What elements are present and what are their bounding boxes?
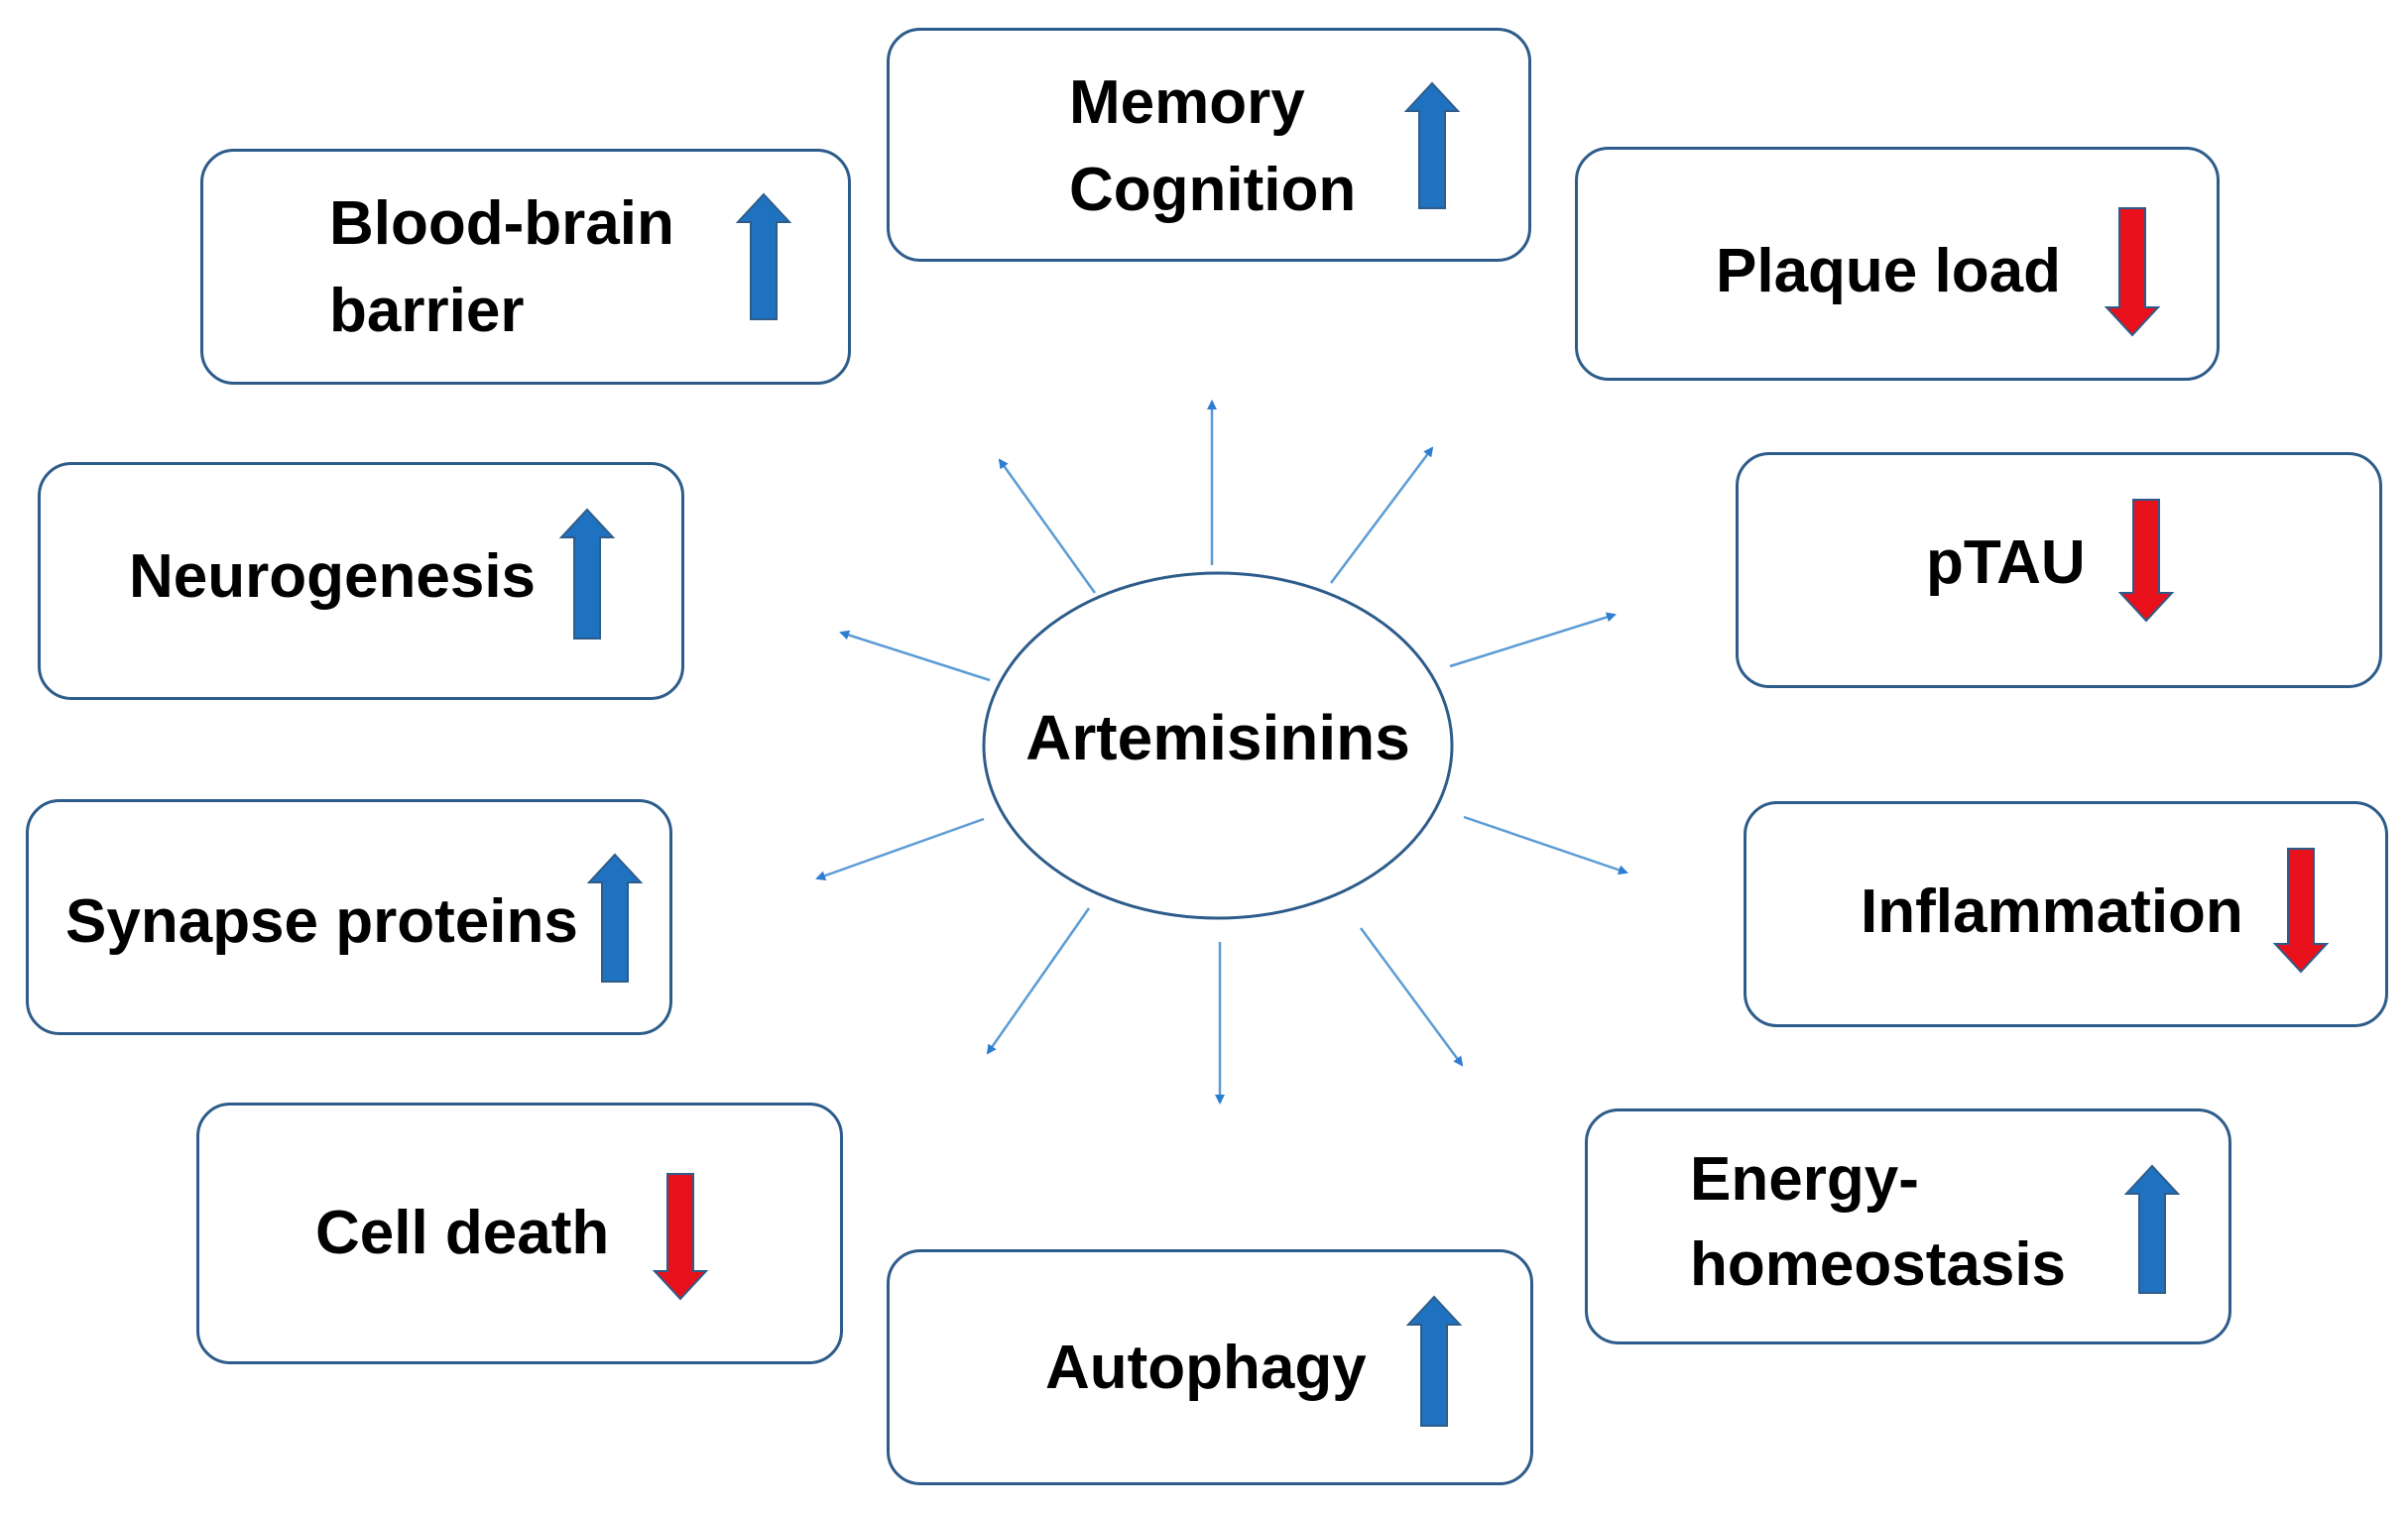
effect-label-ptau: pTAU [1926, 528, 2086, 597]
effect-box-ptau [1736, 452, 2382, 688]
center-label: Artemisinins [1025, 702, 1410, 773]
effect-box-bbb [200, 149, 851, 385]
effect-label-neurogenesis: Neurogenesis [129, 542, 537, 611]
effect-label-memory-line1: Memory [1069, 68, 1305, 137]
connector-arrow-4 [1463, 815, 1628, 875]
connector-arrow-9 [839, 630, 991, 682]
effect-label-plaque: Plaque load [1716, 237, 2061, 305]
up-arrow-shape [586, 853, 644, 983]
down-arrow-shape [2272, 848, 2330, 974]
effect-label-bbb-line2: barrier [329, 277, 525, 345]
effect-label-energy-line1: Energy- [1690, 1145, 1919, 1214]
effect-label-energy-line2: homeostasis [1690, 1230, 2067, 1299]
connector-arrow-10 [998, 458, 1097, 594]
effect-label-bbb-line1: Blood-brain [329, 189, 674, 258]
effect-label-memory-line2: Cognition [1069, 156, 1357, 224]
connector-arrow-3 [1449, 612, 1617, 668]
up-arrow-shape [2123, 1164, 2181, 1294]
connector-arrow-7 [986, 907, 1091, 1055]
down-arrow-shape [652, 1173, 709, 1301]
center-ellipse [982, 571, 1454, 920]
effect-label-celldeath: Cell death [315, 1199, 610, 1267]
up-arrow-shape [1405, 1295, 1463, 1427]
effect-box-energy [1585, 1108, 2231, 1344]
connector-arrow-2 [1330, 446, 1434, 584]
effect-box-celldeath [196, 1103, 843, 1364]
effect-box-plaque [1575, 147, 2220, 381]
up-arrow-shape [558, 508, 616, 640]
up-arrow-shape [1403, 81, 1461, 209]
down-arrow-shape [2104, 207, 2161, 337]
effect-label-autophagy: Autophagy [1045, 1334, 1367, 1402]
connector-arrow-8 [815, 817, 985, 881]
down-arrow-shape [2117, 499, 2175, 623]
up-arrow-shape [735, 192, 792, 320]
effect-box-inflammation [1744, 801, 2388, 1027]
effect-box-synapse [26, 799, 672, 1035]
effect-label-inflammation: Inflammation [1861, 877, 2243, 946]
connector-arrow-5 [1359, 927, 1464, 1067]
effect-label-synapse: Synapse proteins [65, 887, 578, 956]
